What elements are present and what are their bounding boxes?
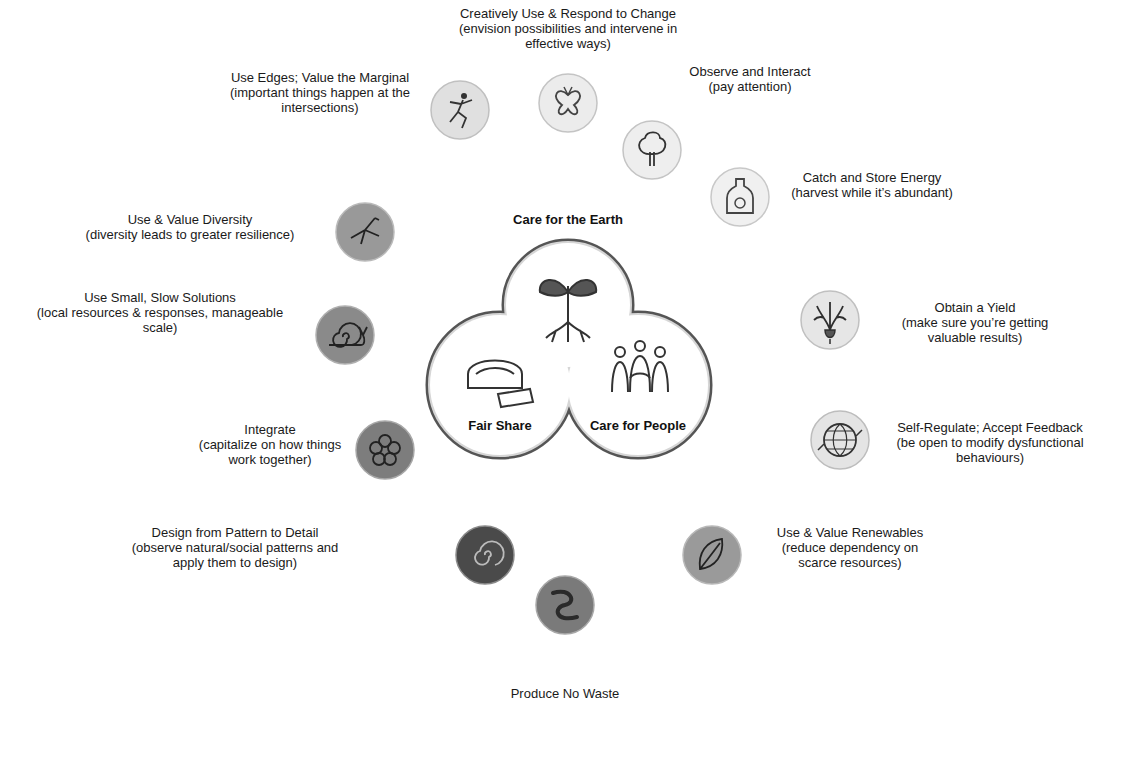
principle-text: Creatively Use & Respond to Change — [443, 6, 693, 21]
principle-text: Use & Value Diversity — [75, 212, 305, 227]
principle-icon — [536, 576, 594, 634]
principle-text: Obtain a Yield — [888, 300, 1063, 315]
principle-icon — [811, 411, 869, 469]
principle-text: (envision possibilities and intervene in… — [443, 21, 693, 51]
principle-group: Obtain a Yield(make sure you’re getting … — [888, 300, 1063, 345]
trefoil-outline-inner — [430, 243, 708, 455]
lobe-label: Care for the Earth — [513, 212, 623, 227]
people-icon — [612, 341, 668, 392]
principle-icon — [801, 291, 859, 349]
principle-text: Use & Value Renewables — [770, 525, 930, 540]
principle-text: (be open to modify dysfunctional behavio… — [875, 435, 1105, 465]
principle-icon — [683, 526, 741, 584]
principle-group: Use & Value Renewables(reduce dependency… — [770, 525, 930, 570]
principle-text: Integrate — [195, 422, 345, 437]
trefoil-outline — [430, 243, 708, 455]
principle-icon — [336, 203, 394, 261]
principle-icon — [539, 74, 597, 132]
principle-text: Self-Regulate; Accept Feedback — [875, 420, 1105, 435]
principle-icon — [456, 526, 514, 584]
principle-text: Observe and Interact — [665, 64, 835, 79]
principle-icon — [711, 168, 769, 226]
principle-group: Use Edges; Value the Marginal(important … — [220, 70, 420, 115]
principle-group: Design from Pattern to Detail(observe na… — [125, 525, 345, 570]
principle-text: Use Edges; Value the Marginal — [220, 70, 420, 85]
principle-group: Observe and Interact(pay attention) — [665, 64, 835, 94]
principle-icon — [356, 421, 414, 479]
principle-text: (local resources & responses, manageable… — [20, 305, 300, 335]
principle-group: Produce No Waste — [465, 686, 665, 701]
principle-text: (observe natural/social patterns and app… — [125, 540, 345, 570]
bread-icon — [468, 361, 533, 408]
principle-group: Catch and Store Energy(harvest while it’… — [772, 170, 972, 200]
principle-text: Use Small, Slow Solutions — [20, 290, 300, 305]
principle-text: (important things happen at the intersec… — [220, 85, 420, 115]
principle-group: Self-Regulate; Accept Feedback(be open t… — [875, 420, 1105, 465]
principle-text: (make sure you’re getting valuable resul… — [888, 315, 1063, 345]
principle-text: (harvest while it’s abundant) — [772, 185, 972, 200]
principle-text: (capitalize on how things work together) — [195, 437, 345, 467]
value-lobe: Care for People — [568, 315, 708, 455]
lobe-label: Fair Share — [468, 418, 532, 433]
principle-icon — [623, 121, 681, 179]
principle-group: Creatively Use & Respond to Change(envis… — [443, 6, 693, 51]
principle-group: Use & Value Diversity(diversity leads to… — [75, 212, 305, 242]
principle-group: Use Small, Slow Solutions(local resource… — [20, 290, 300, 335]
principle-text: (reduce dependency on scarce resources) — [770, 540, 930, 570]
principle-icon — [431, 81, 489, 139]
value-lobe: Fair Share — [430, 315, 570, 455]
principle-text: Design from Pattern to Detail — [125, 525, 345, 540]
trefoil-fill — [430, 243, 708, 455]
lobe-label: Care for People — [590, 418, 686, 433]
value-lobe: Care for the Earth — [500, 212, 636, 367]
principle-group: Integrate(capitalize on how things work … — [195, 422, 345, 467]
principle-text: (diversity leads to greater resilience) — [75, 227, 305, 242]
principle-text: Produce No Waste — [465, 686, 665, 701]
principle-text: Catch and Store Energy — [772, 170, 972, 185]
principle-text: (pay attention) — [665, 79, 835, 94]
sprout-icon — [540, 280, 596, 342]
principle-icon — [316, 306, 374, 364]
